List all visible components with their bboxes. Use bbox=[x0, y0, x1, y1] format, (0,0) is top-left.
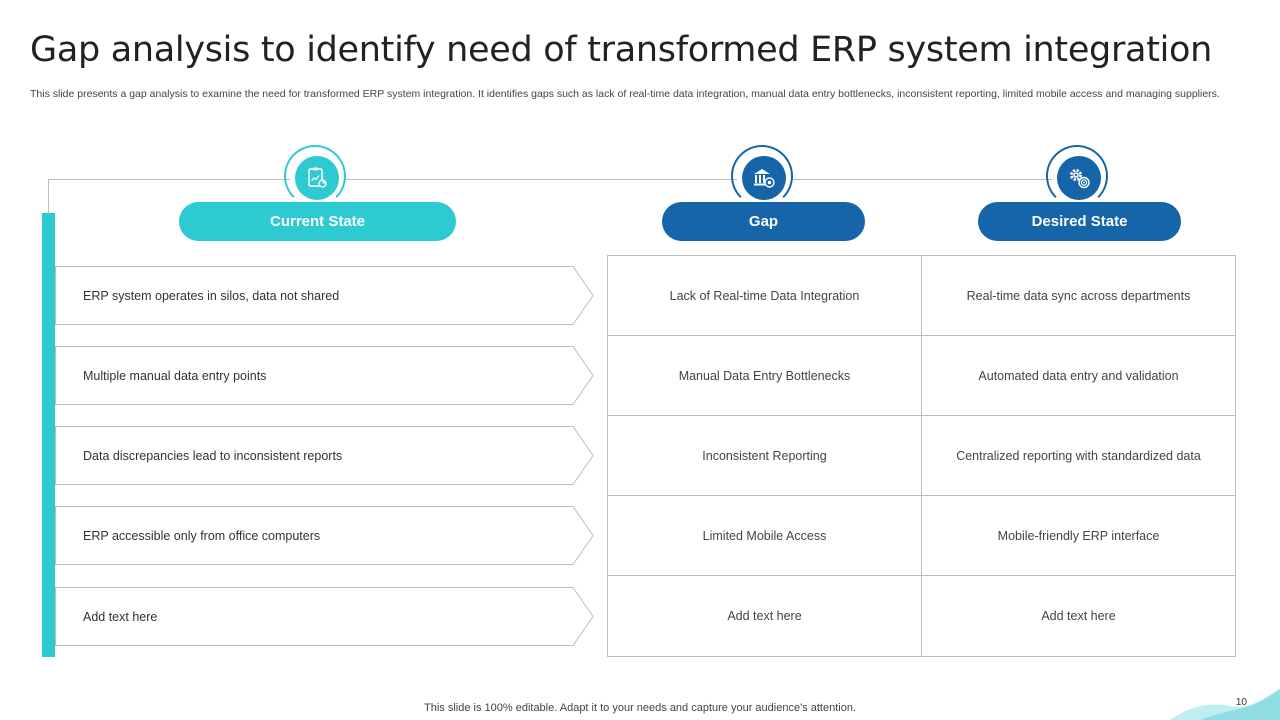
current-state-header: Current State bbox=[179, 202, 456, 241]
connector-drop-line bbox=[48, 179, 49, 213]
gap-cell: Lack of Real-time Data Integration bbox=[608, 256, 922, 336]
desired-state-icon-badge bbox=[1046, 145, 1108, 207]
desired-cell: Automated data entry and validation bbox=[922, 336, 1235, 416]
desired-cell: Real-time data sync across departments bbox=[922, 256, 1235, 336]
current-state-icon-badge bbox=[284, 145, 346, 207]
gap-cell: Limited Mobile Access bbox=[608, 496, 922, 576]
gap-cell: Inconsistent Reporting bbox=[608, 416, 922, 496]
current-state-text: ERP accessible only from office computer… bbox=[83, 529, 321, 543]
gap-icon-badge bbox=[731, 145, 793, 207]
current-state-row: Add text here bbox=[55, 587, 595, 647]
connector-line bbox=[48, 179, 1078, 180]
current-state-row: ERP system operates in silos, data not s… bbox=[55, 266, 595, 326]
desired-cell: Add text here bbox=[1041, 609, 1116, 623]
current-state-row: Data discrepancies lead to inconsistent … bbox=[55, 426, 595, 486]
current-state-text: Add text here bbox=[83, 610, 158, 624]
current-state-label: Current State bbox=[269, 213, 366, 230]
decorative-wave bbox=[1170, 688, 1280, 720]
gap-desired-table: Lack of Real-time Data Integration Real-… bbox=[607, 255, 1236, 657]
current-state-accent-bar bbox=[42, 213, 55, 657]
current-state-text: Multiple manual data entry points bbox=[83, 369, 267, 383]
desired-cell: Mobile-friendly ERP interface bbox=[922, 496, 1235, 576]
page-number: 10 bbox=[1235, 697, 1247, 708]
gap-header: Gap bbox=[662, 202, 865, 241]
gap-cell: Add text here bbox=[608, 576, 922, 656]
current-state-row: ERP accessible only from office computer… bbox=[55, 506, 595, 566]
desired-cell: Centralized reporting with standardized … bbox=[922, 416, 1235, 496]
desired-state-label: Desired State bbox=[1031, 213, 1128, 230]
slide-subtitle: This slide presents a gap analysis to ex… bbox=[30, 88, 1220, 100]
desired-state-header: Desired State bbox=[978, 202, 1181, 241]
footer-note: This slide is 100% editable. Adapt it to… bbox=[424, 702, 856, 714]
slide-title: Gap analysis to identify need of transfo… bbox=[30, 30, 1213, 70]
current-state-text: Data discrepancies lead to inconsistent … bbox=[83, 449, 343, 463]
current-state-text: ERP system operates in silos, data not s… bbox=[83, 289, 340, 303]
current-state-row: Multiple manual data entry points bbox=[55, 346, 595, 406]
gap-label: Gap bbox=[748, 213, 779, 230]
gap-cell: Manual Data Entry Bottlenecks bbox=[608, 336, 922, 416]
